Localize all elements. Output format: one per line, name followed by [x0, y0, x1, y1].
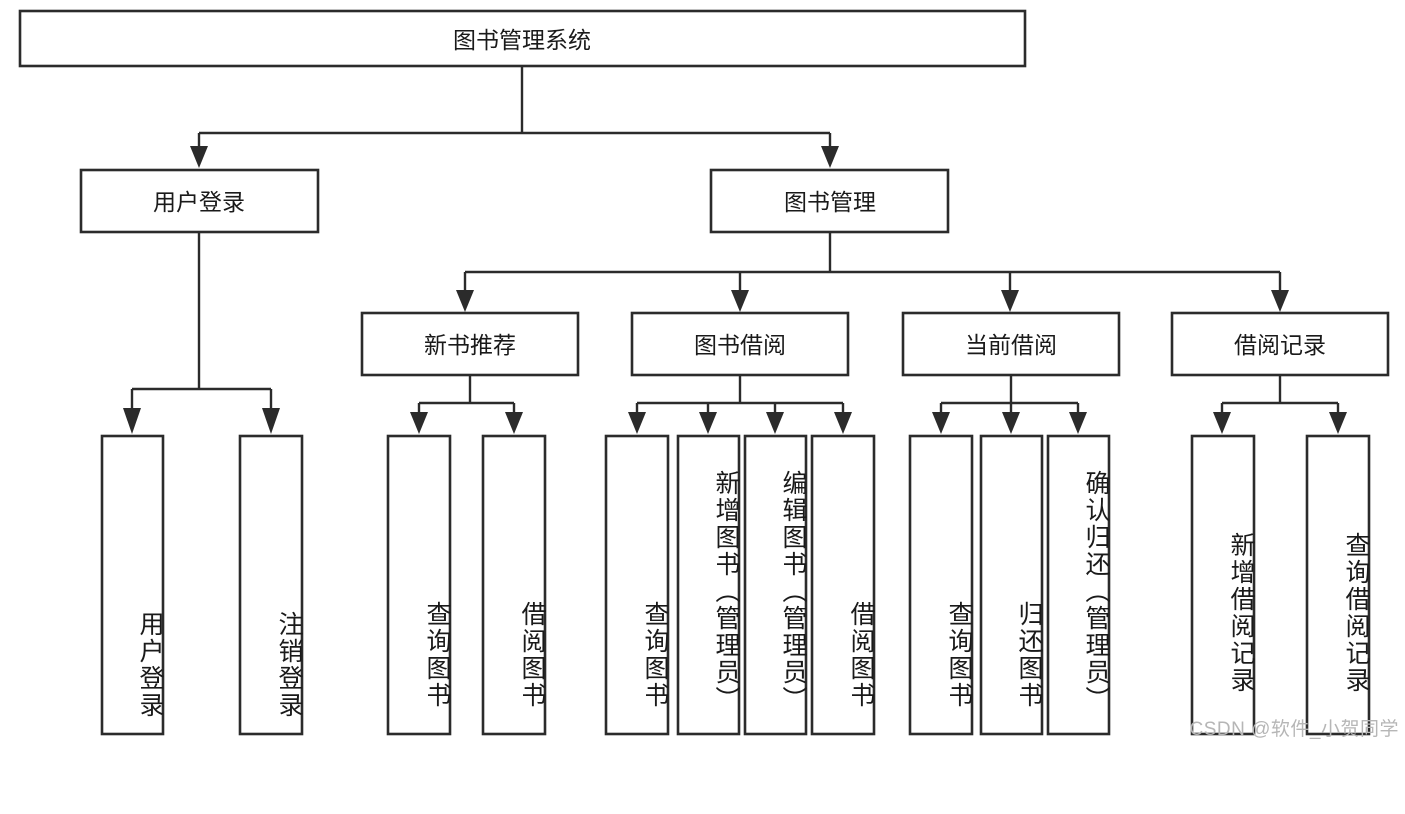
- arrow-to-new-book-recommend: [456, 290, 474, 312]
- arrow-to-leaf-query-book-3: [932, 412, 950, 434]
- arrow-to-current-borrow: [1001, 290, 1019, 312]
- arrow-to-leaf-confirm-return: [1069, 412, 1087, 434]
- root-label: 图书管理系统: [453, 27, 591, 53]
- leaf-box-return-book[interactable]: [979, 434, 1044, 736]
- arrow-to-leaf-query-record: [1329, 412, 1347, 434]
- leaf-box-confirm-return[interactable]: [1046, 434, 1111, 736]
- leaf-box-add-record[interactable]: [1190, 434, 1256, 736]
- arrow-to-leaf-edit-book: [766, 412, 784, 434]
- arrow-to-leaf-query-book-1: [410, 412, 428, 434]
- edges-root-to-level2: [190, 66, 839, 168]
- arrow-to-leaf-borrow-book-2: [834, 412, 852, 434]
- leaf-box-borrow-book-2[interactable]: [810, 434, 876, 736]
- arrow-to-leaf-query-book-2: [628, 412, 646, 434]
- leaf-box-query-record[interactable]: [1305, 434, 1371, 736]
- edges-current-borrow-to-leaves: [932, 375, 1087, 434]
- current-borrow-box: [901, 311, 1121, 377]
- leaf-box-user-login[interactable]: [100, 434, 165, 736]
- arrow-to-borrow-record: [1271, 290, 1289, 312]
- leaf-box-edit-book[interactable]: [743, 434, 808, 736]
- edges-book-borrow-to-leaves: [628, 375, 852, 434]
- book-borrow-box: [630, 311, 850, 377]
- arrow-to-user-login: [190, 146, 208, 168]
- current-borrow-label: 当前借阅: [965, 332, 1057, 358]
- root-box: [18, 9, 1027, 68]
- edges-book-management-to-level3: [456, 232, 1289, 312]
- node-new-book-recommend[interactable]: 新书推荐: [360, 311, 580, 377]
- node-user-login[interactable]: 用户登录: [79, 168, 320, 234]
- arrow-to-leaf-user-login: [123, 408, 141, 434]
- book-management-label: 图书管理: [784, 189, 876, 215]
- leaf-box-query-book-2[interactable]: [604, 434, 670, 736]
- csdn-watermark: CSDN @软件_小贺同学: [1189, 719, 1399, 740]
- node-root[interactable]: 图书管理系统: [18, 9, 1027, 68]
- arrow-to-leaf-borrow-book-1: [505, 412, 523, 434]
- arrow-to-book-management: [821, 146, 839, 168]
- arrow-to-leaf-add-book: [699, 412, 717, 434]
- leaf-box-borrow-book-1[interactable]: [481, 434, 547, 736]
- arrow-to-leaf-add-record: [1213, 412, 1231, 434]
- new-book-recommend-box: [360, 311, 580, 377]
- node-book-management[interactable]: 图书管理: [709, 168, 950, 234]
- edges-new-book-recommend-to-leaves: [410, 375, 523, 434]
- book-management-system-diagram: 图书管理系统 用户登录 图书管理: [18, 9, 1399, 740]
- new-book-recommend-label: 新书推荐: [424, 332, 516, 358]
- arrow-to-leaf-return-book: [1002, 412, 1020, 434]
- arrow-to-book-borrow: [731, 290, 749, 312]
- edges-user-login-to-leaves: [123, 232, 280, 434]
- book-management-box: [709, 168, 950, 234]
- leaf-box-add-book[interactable]: [676, 434, 741, 736]
- node-current-borrow[interactable]: 当前借阅: [901, 311, 1121, 377]
- leaf-box-query-book-3[interactable]: [908, 434, 974, 736]
- book-borrow-label: 图书借阅: [694, 332, 786, 358]
- borrow-record-label: 借阅记录: [1234, 332, 1326, 358]
- node-book-borrow[interactable]: 图书借阅: [630, 311, 850, 377]
- leaf-boxes: [100, 434, 1371, 736]
- diagram-canvas: 图书管理系统 用户登录 图书管理: [18, 9, 1390, 736]
- borrow-record-box: [1170, 311, 1390, 377]
- leaf-box-query-book-1[interactable]: [386, 434, 452, 736]
- user-login-label: 用户登录: [153, 189, 245, 215]
- node-borrow-record[interactable]: 借阅记录: [1170, 311, 1390, 377]
- arrow-to-leaf-logout: [262, 408, 280, 434]
- edges-borrow-record-to-leaves: [1213, 375, 1347, 434]
- leaf-box-logout-login[interactable]: [238, 434, 304, 736]
